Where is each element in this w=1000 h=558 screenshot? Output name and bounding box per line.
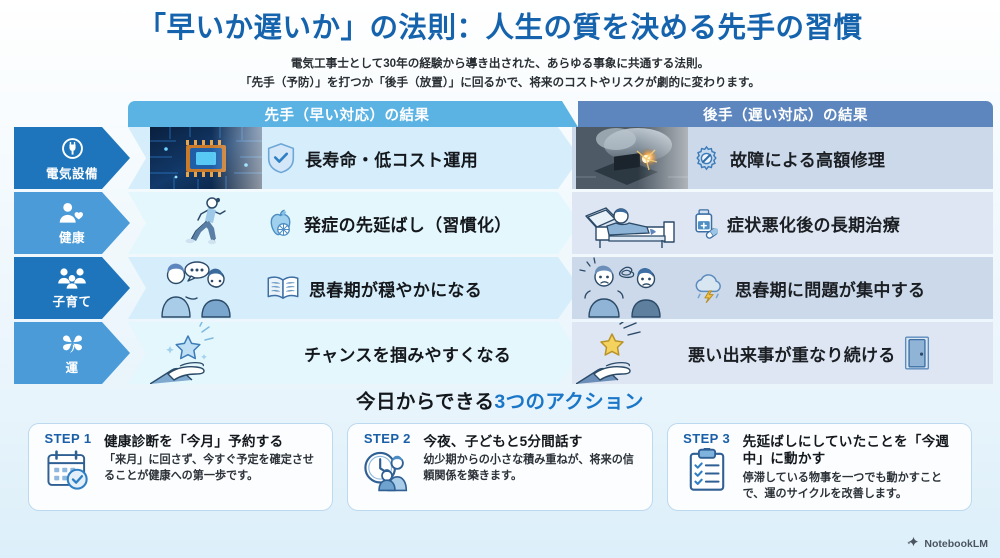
bad-cell-health: 症状悪化後の長期治療 (572, 192, 993, 255)
good-cell-parenting: 思春期が穏やかになる (128, 257, 580, 319)
parent-child-talking-illustration (150, 257, 262, 319)
actions-heading-blue: 3つのアクション (494, 391, 644, 414)
circuit-chip-photo (150, 127, 262, 189)
notebooklm-spark-icon (907, 536, 920, 552)
person-heart-icon (58, 201, 86, 226)
category-label: 健康 (58, 230, 85, 245)
step3-body: 先延ばしにしていたことを「今週中」に動かす 停滞している物事を一つでも動かすこと… (743, 431, 961, 502)
brand-footer: NotebookLM (907, 536, 988, 552)
column-header-good-label: 先手（早い対応）の結果 (264, 107, 430, 124)
bad-cell-luck: 悪い出来事が重なり続ける (572, 322, 993, 385)
card-desc: 「来月」に回さず、今すぐ予定を確定させることが健康への第一歩です。 (104, 454, 315, 483)
good-text: 思春期が穏やかになる (309, 280, 482, 300)
table-row: 電気設備 (0, 127, 1000, 190)
step-label: STEP 3 (683, 431, 731, 447)
subtitle-line-2: 「先手（予防）」を打つか「後手（放置）」に回るかで、将来のコストやリスクが劇的に… (239, 75, 761, 89)
running-person-illustration (150, 192, 262, 254)
hand-catching-star-illustration (150, 322, 262, 384)
bad-cell-parenting: 思春期に問題が集中する (572, 257, 993, 320)
clock-family-icon (362, 448, 412, 497)
actions-heading: 今日からできる3つのアクション (0, 385, 1000, 414)
step-label: STEP 1 (44, 431, 92, 447)
category-badge-health: 健康 (14, 192, 130, 255)
bad-cell-electrical: 故障による高額修理 (572, 127, 993, 190)
card-desc: 停滞している物事を一つでも動かすことで、運のサイクルを改善します。 (742, 471, 943, 500)
comparison-rows: 電気設備 (0, 127, 1000, 387)
column-header-bad: 後手（遅い対応）の結果 (578, 101, 993, 128)
action-card-step1[interactable]: STEP 1 健康診断を「今月」予約する 「来月」に回さず、 (28, 423, 334, 512)
good-text: 長寿命・低コスト運用 (305, 150, 478, 170)
step3-icon-area: STEP 3 (678, 431, 736, 502)
bad-text: 悪い出来事が重なり続ける (688, 345, 896, 365)
action-card-step3[interactable]: STEP 3 先延ばしにしていたことを「今週中」に動かす 停滞している物事を一つ… (666, 423, 972, 512)
card-desc: 幼少期からの小さな積み重ねが、将来の信頼関係を築きます。 (423, 454, 634, 483)
category-label: 子育て (52, 295, 92, 310)
bad-text: 症状悪化後の長期治療 (727, 215, 900, 235)
door-icon (904, 336, 930, 370)
good-cell-electrical: 長寿命・低コスト運用 (128, 127, 580, 189)
action-card-step2[interactable]: STEP 2 今夜、子どもと5分間話す 幼少期からの小さな積み重ねが、将来の信頼… (347, 423, 653, 512)
good-text: チャンスを掴みやすくなる (304, 345, 512, 365)
family-icon (57, 266, 87, 290)
card-title: 今夜、子どもと5分間話す (423, 434, 583, 450)
stressed-family-illustration (576, 257, 688, 319)
column-header-good: 先手（早い対応）の結果 (128, 101, 578, 127)
table-row: 健康 (0, 192, 1000, 255)
card-title: 健康診断を「今月」予約する (104, 434, 284, 450)
bad-text: 故障による高額修理 (730, 150, 886, 170)
category-label: 運 (65, 361, 79, 376)
good-cell-luck: チャンスを掴みやすくなる (128, 322, 580, 384)
good-cell-health: 発症の先延ばし（習慣化） (128, 192, 580, 254)
actions-heading-black: 今日からできる (356, 391, 495, 414)
hospital-bed-illustration (576, 192, 688, 254)
plug-icon (59, 135, 86, 162)
step1-icon-area: STEP 1 (39, 431, 97, 502)
page-header: 「早いか遅いか」の法則：人生の質を決める先手の習慣 電気工事士として30年の経験… (0, 0, 1000, 92)
step2-icon-area: STEP 2 (358, 431, 416, 502)
column-header-bad-label: 後手（遅い対応）の結果 (703, 107, 868, 124)
brand-name: NotebookLM (924, 538, 988, 550)
category-badge-luck: 運 (14, 322, 130, 385)
clover-icon (59, 330, 86, 356)
medicine-bottle-icon (692, 208, 718, 239)
clipboard-checklist-icon (686, 447, 728, 497)
bad-text: 思春期に問題が集中する (735, 280, 926, 300)
table-row: 子育て (0, 257, 1000, 320)
column-headers: 先手（早い対応）の結果 後手（遅い対応）の結果 (0, 101, 1000, 128)
step-label: STEP 2 (363, 431, 411, 447)
storm-cloud-icon (692, 273, 726, 304)
calendar-check-icon (45, 448, 91, 497)
broken-gear-icon (692, 144, 721, 173)
action-cards: STEP 1 健康診断を「今月」予約する 「来月」に回さず、 (0, 414, 1000, 512)
open-book-icon (266, 274, 300, 302)
shield-check-icon (266, 142, 296, 174)
subtitle-line-1: 電気工事士として30年の経験から導き出された、あらゆる事象に共通する法則。 (290, 56, 710, 70)
category-badge-parenting: 子育て (14, 257, 130, 320)
page-title: 「早いか遅いか」の法則：人生の質を決める先手の習慣 (137, 12, 863, 44)
hand-falling-star-illustration (576, 322, 688, 385)
apple-icon (266, 208, 295, 238)
category-label: 電気設備 (45, 166, 98, 181)
table-row: 運 (0, 322, 1000, 385)
burning-chip-photo (576, 127, 688, 190)
good-text: 発症の先延ばし（習慣化） (304, 215, 512, 235)
comparison-table: 先手（早い対応）の結果 後手（遅い対応）の結果 電気設備 (0, 101, 1000, 385)
page-subtitle: 電気工事士として30年の経験から導き出された、あらゆる事象に共通する法則。 「先… (0, 54, 1000, 92)
card-title: 先延ばしにしていたことを「今週中」に動かす (742, 434, 950, 467)
step2-body: 今夜、子どもと5分間話す 幼少期からの小さな積み重ねが、将来の信頼関係を築きます… (423, 431, 641, 502)
category-badge-electrical: 電気設備 (14, 127, 130, 190)
step1-body: 健康診断を「今月」予約する 「来月」に回さず、今すぐ予定を確定させることが健康へ… (104, 431, 322, 502)
